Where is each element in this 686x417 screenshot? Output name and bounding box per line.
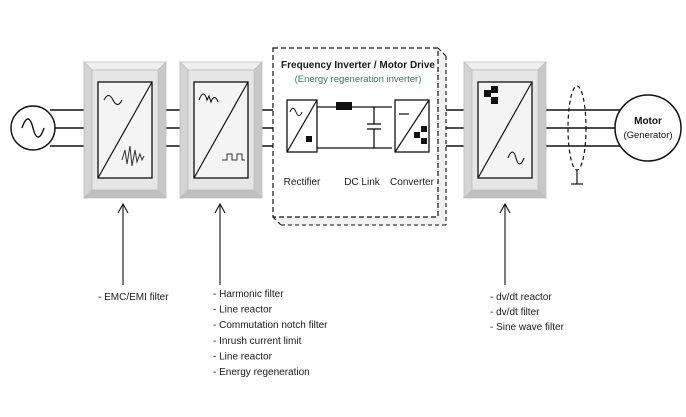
callout-item: - Line reactor <box>213 305 273 316</box>
input-filter-callout: - Harmonic filter - Line reactor - Commuta… <box>213 289 328 378</box>
emc-filter-icon <box>97 81 153 179</box>
callout-arrows <box>117 202 511 285</box>
converter-icon <box>394 99 430 153</box>
emc-filter-box <box>83 61 167 199</box>
motor-sublabel: (Generator) <box>623 130 672 141</box>
harmonic-filter-box <box>179 61 263 199</box>
callout-item: - EMC/EMI filter <box>98 292 169 303</box>
converter-label: Converter <box>390 177 435 188</box>
output-filter-callout: - dv/dt reactor - dv/dt filter - Sine wave… <box>490 292 565 333</box>
inverter-title: Frequency Inverter / Motor Drive <box>281 60 435 71</box>
inverter-subtitle: (Energy regeneration inverter) <box>295 74 422 85</box>
callout-item: - Harmonic filter <box>213 289 284 300</box>
motor-icon <box>614 94 682 162</box>
emc-filter-callout: - EMC/EMI filter <box>98 292 169 303</box>
ac-source-icon <box>10 105 56 151</box>
callout-item: - dv/dt reactor <box>490 292 552 303</box>
callout-item: - Commutation notch filter <box>213 320 328 331</box>
shielded-cable-icon <box>567 85 587 185</box>
rectifier-label: Rectifier <box>284 177 321 188</box>
callout-item: - Line reactor <box>213 351 273 362</box>
callout-item: - Inrush current limit <box>213 336 302 347</box>
dc-link-area <box>318 100 392 152</box>
dc-link-label: DC Link <box>344 177 381 188</box>
callout-item: - Energy regeneration <box>213 367 310 378</box>
sine-filter-icon <box>477 81 533 179</box>
callout-item: - Sine wave filter <box>490 322 565 333</box>
motor-label: Motor <box>634 116 662 127</box>
dc-link-capacitor-icon <box>317 102 392 149</box>
callout-item: - dv/dt filter <box>490 307 540 318</box>
rectifier-icon <box>286 99 318 153</box>
output-filter-box <box>463 61 547 199</box>
harmonic-filter-icon <box>193 81 249 179</box>
